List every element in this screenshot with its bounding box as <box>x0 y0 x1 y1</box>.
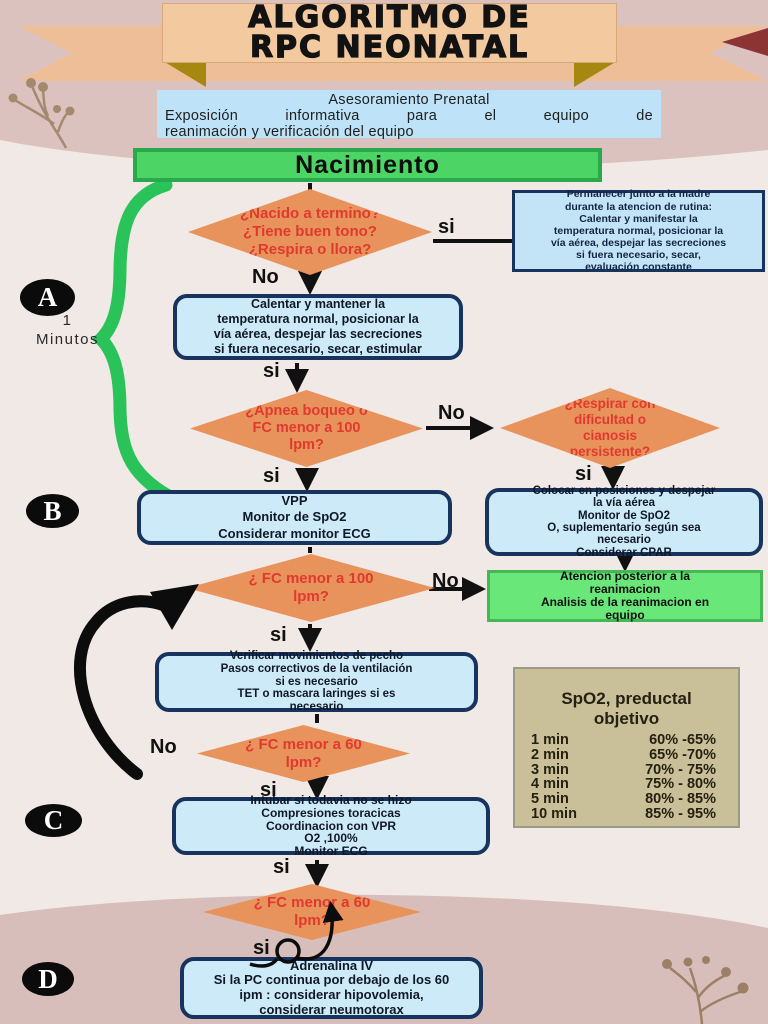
action-verify-chest-movement: Verificar movimientos de pecho Pasos cor… <box>155 650 478 713</box>
spo2-row: 5 min 80% - 85% <box>515 792 738 807</box>
spo2-row: 1 min 60% -65% <box>515 733 738 748</box>
step-marker-d: D <box>22 962 74 996</box>
prenatal-line1: Asesoramiento Prenatal <box>328 92 490 108</box>
spo2-time: 3 min <box>531 761 569 778</box>
outcome-post-resuscitation: Atencion posterior a la reanimacion Anal… <box>487 569 763 622</box>
spo2-row: 2 min 65% -70% <box>515 748 738 763</box>
label-si-4: si <box>575 463 592 485</box>
decision-born-at-term: ¿Nacido a termino? ¿Tiene buen tono? ¿Re… <box>188 189 432 275</box>
label-no-4: No <box>150 736 177 758</box>
spo2-time: 4 min <box>531 776 569 793</box>
plant-decoration-bottom-right <box>662 956 749 1024</box>
step-marker-a: A <box>20 279 75 316</box>
minute-value: 1 <box>62 312 73 329</box>
decision-fc-60-first: ¿ FC menor a 60 lpm? <box>197 725 410 782</box>
spo2-range: 70% - 75% <box>645 761 716 778</box>
ribbon-fold-right <box>574 61 617 87</box>
spo2-range: 75% - 80% <box>645 776 716 793</box>
decision-fc-100: ¿ FC menor a 100 lpm? <box>187 554 435 622</box>
spo2-row: 4 min 75% - 80% <box>515 777 738 792</box>
label-si-5: si <box>270 624 287 646</box>
ribbon-fold-left <box>163 61 206 87</box>
page-title-line1: ALGORITMO DE <box>248 0 531 35</box>
action-adrenaline-iv: Adrenalina IV Si la PC continua por deba… <box>180 957 483 1019</box>
prenatal-line2: Exposición informativa para el equipo de <box>165 107 653 124</box>
decision-apnea-fc100: ¿Apnea boqueo o FC menor a 100 lpm? <box>190 390 423 467</box>
label-si-6: si <box>260 779 277 801</box>
spo2-time: 5 min <box>531 791 569 808</box>
spo2-range: 85% - 95% <box>645 806 716 822</box>
prenatal-advice-box: Asesoramiento Prenatal Exposición inform… <box>157 90 661 140</box>
spo2-row: 10 min 85% - 95% <box>515 807 738 822</box>
label-no-2: No <box>438 402 465 424</box>
prenatal-line3: reanimación y verificación del equipo <box>165 123 414 140</box>
step-marker-b: B <box>26 494 79 528</box>
spo2-range: 60% -65% <box>649 732 716 749</box>
curved-arrow-head-icon <box>150 584 199 630</box>
label-si-1: si <box>438 216 455 238</box>
spo2-range: 65% -70% <box>649 746 716 763</box>
action-position-airway: Colocar en posiciones y despejar la vía … <box>485 485 763 559</box>
spo2-target-table: SpO2, preductal objetivo 1 min 60% -65% … <box>513 667 740 828</box>
decision-fc-60-second: ¿ FC menor a 60 lpm? <box>203 884 421 940</box>
label-si-7: si <box>273 856 290 878</box>
spo2-time: 1 min <box>531 732 569 749</box>
action-warm-maintain-temp: Calentar y mantener la temperatura norma… <box>173 294 463 360</box>
one-minute-label: 1 Minutos <box>15 312 120 350</box>
minute-unit: Minutos <box>35 330 100 348</box>
spo2-range: 80% - 85% <box>645 791 716 808</box>
birth-node: Nacimiento <box>133 148 602 182</box>
plant-decoration-top-left <box>8 78 75 149</box>
page-title-line2: RPC NEONATAL <box>249 30 530 65</box>
decision-breathing-difficulty: ¿Respirar con dificultad o cianosis pers… <box>500 388 720 468</box>
action-vpp-monitor: VPP Monitor de SpO2 Considerar monitor E… <box>137 490 452 545</box>
spo2-table-title: SpO2, preductal objetivo <box>561 689 692 728</box>
action-intubate-compressions: Intubar si todavia no se hizo Compresion… <box>172 793 490 858</box>
spo2-time: 10 min <box>531 806 577 822</box>
spo2-row: 3 min 70% - 75% <box>515 761 738 778</box>
label-si-8: si <box>253 937 270 959</box>
label-no-3: No <box>432 570 459 592</box>
spo2-time: 2 min <box>531 746 569 763</box>
maroon-chevron-icon <box>722 28 768 56</box>
label-si-3: si <box>263 465 280 487</box>
label-si-2: si <box>263 360 280 382</box>
label-no-1: No <box>252 266 279 288</box>
title-card: ALGORITMO DE RPC NEONATAL <box>162 0 617 65</box>
action-stay-with-mother: Permanecer junto a la madre durante la a… <box>512 188 765 273</box>
step-marker-c: C <box>25 804 82 837</box>
